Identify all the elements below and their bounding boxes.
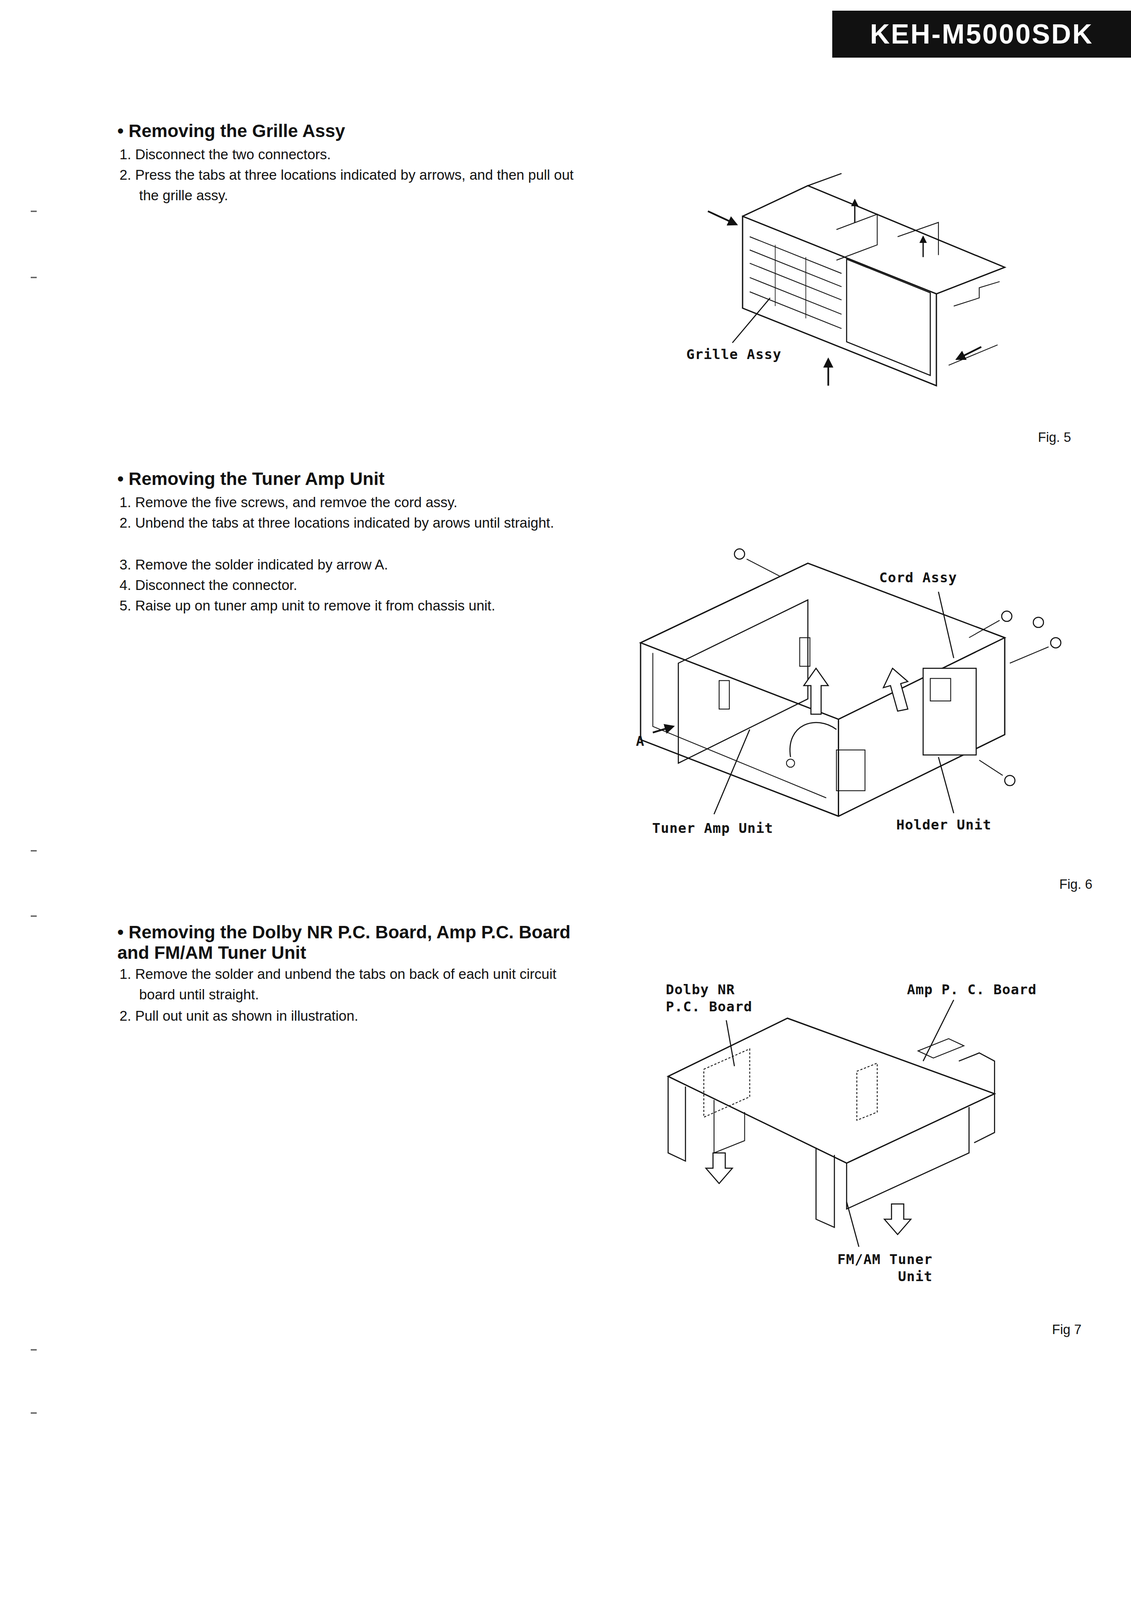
step-text: 2. Unbend the tabs at three locations in… [119, 512, 592, 534]
figure-number: Fig 7 [1052, 1320, 1082, 1338]
step-text: 2. Press the tabs at three locations ind… [119, 164, 592, 206]
part-label: Tuner Amp Unit [652, 819, 774, 837]
step-text: 1. Disconnect the two connectors. [119, 144, 592, 165]
step-text: 3. Remove the solder indicated by arrow … [119, 554, 592, 575]
chassis-illustration [640, 548, 1062, 817]
step-text: 1. Remove the five screws, and remvoe th… [119, 492, 592, 513]
step-text: 4. Disconnect the connector. [119, 574, 592, 596]
model-number: KEH-M5000SDK [869, 18, 1094, 50]
margin-ticks [30, 211, 37, 1413]
part-label: Grille Assy [686, 345, 782, 363]
part-label: Cord Assy [879, 568, 957, 586]
part-label: FM/AM Tuner Unit [825, 1250, 933, 1285]
section-heading: • Removing the Dolby NR P.C. Board, Amp … [117, 921, 604, 963]
step-text: 5. Raise up on tuner amp unit to remove … [119, 595, 592, 616]
part-label: Holder Unit [896, 816, 992, 834]
part-label: Dolby NR P.C. Board [665, 980, 769, 1015]
board-illustration [667, 999, 995, 1247]
header-band: KEH-M5000SDK [832, 10, 1131, 58]
part-label: Amp P. C. Board [906, 980, 1037, 998]
figure-number: Fig. 5 [1037, 428, 1072, 446]
step-text: 2. Pull out unit as shown in illustratio… [119, 1005, 592, 1027]
section-heading: • Removing the Grille Assy [117, 120, 609, 142]
callout-letter: A [635, 732, 645, 750]
section-heading: • Removing the Tuner Amp Unit [117, 468, 609, 490]
step-text: 1. Remove the solder and unbend the tabs… [119, 963, 592, 1005]
figure-number: Fig. 6 [1059, 875, 1093, 893]
